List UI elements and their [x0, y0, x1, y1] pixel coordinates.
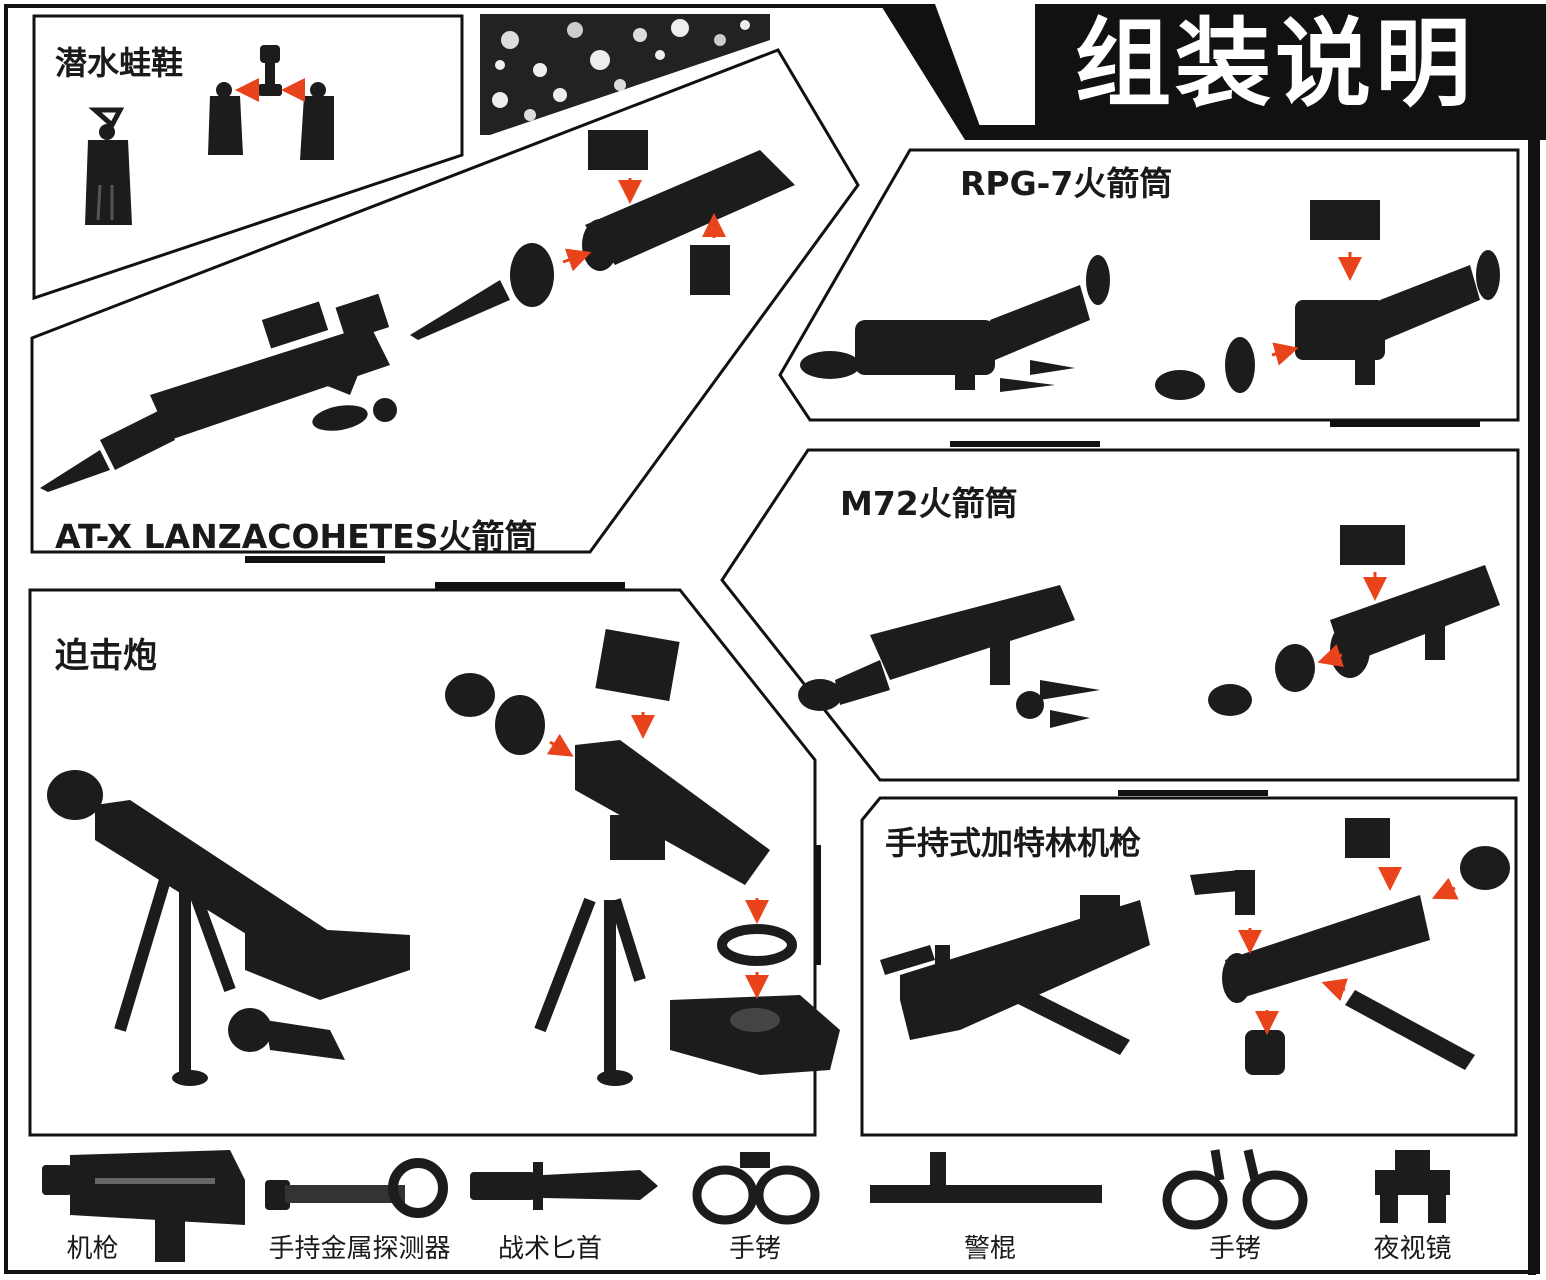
- gatling-exploded: [1190, 818, 1510, 1075]
- accessory-label-baton: 警棍: [935, 1228, 1045, 1265]
- panel-title-m72: M72火箭筒: [840, 477, 1018, 525]
- accessory-label-handcuffs: 手铐: [705, 1228, 805, 1265]
- panel-frame-atx: [32, 50, 858, 552]
- m72-exploded: [1208, 525, 1500, 716]
- m72-pins: [1016, 680, 1100, 728]
- accessory-label-handcuffs-open: 手铐: [1185, 1228, 1285, 1265]
- panel-title-mortar: 迫击炮: [55, 628, 157, 677]
- gatling-assembled: [880, 895, 1150, 1055]
- panel-title-gatling: 手持式加特林机枪: [885, 818, 1141, 864]
- rpg7-exploded: [1155, 200, 1500, 400]
- handcuffs-open-icon: [1167, 1150, 1303, 1225]
- baton-icon: [870, 1152, 1102, 1203]
- rpg7-pins: [1000, 360, 1075, 392]
- panel-title-atx: AT-X LANZACOHETES火箭筒: [55, 510, 537, 558]
- atx-grip-part: [310, 398, 397, 435]
- panel-title-rpg7: RPG-7火箭筒: [960, 157, 1172, 205]
- flipper-right-part: [300, 82, 334, 160]
- mortar-shell: [228, 1008, 345, 1060]
- camo-pattern: [480, 14, 770, 135]
- handcuffs-icon: [697, 1152, 815, 1220]
- flipper-connector-part: [258, 45, 282, 96]
- atx-launcher-assembled: [40, 294, 390, 492]
- tactical-knife-icon: [470, 1162, 658, 1210]
- accessory-label-tactical-knife: 战术匕首: [490, 1228, 610, 1265]
- night-vision-icon: [1375, 1150, 1450, 1223]
- mortar-exploded: [445, 629, 840, 1086]
- accessory-label-machine-gun: 机枪: [40, 1228, 145, 1265]
- panel-title-flippers: 潜水蛙鞋: [55, 38, 183, 84]
- accessory-label-metal-detector: 手持金属探测器: [262, 1228, 457, 1265]
- flipper-assembled: [85, 110, 132, 225]
- mortar-assembled: [47, 770, 410, 1086]
- accessory-label-night-vision: 夜视镜: [1355, 1228, 1470, 1265]
- page-title: 组装说明: [1035, 4, 1515, 124]
- atx-rocket-part: [410, 243, 554, 340]
- metal-detector-icon: [265, 1163, 443, 1213]
- atx-tube-part: [582, 130, 795, 295]
- flipper-left-part: [208, 82, 243, 155]
